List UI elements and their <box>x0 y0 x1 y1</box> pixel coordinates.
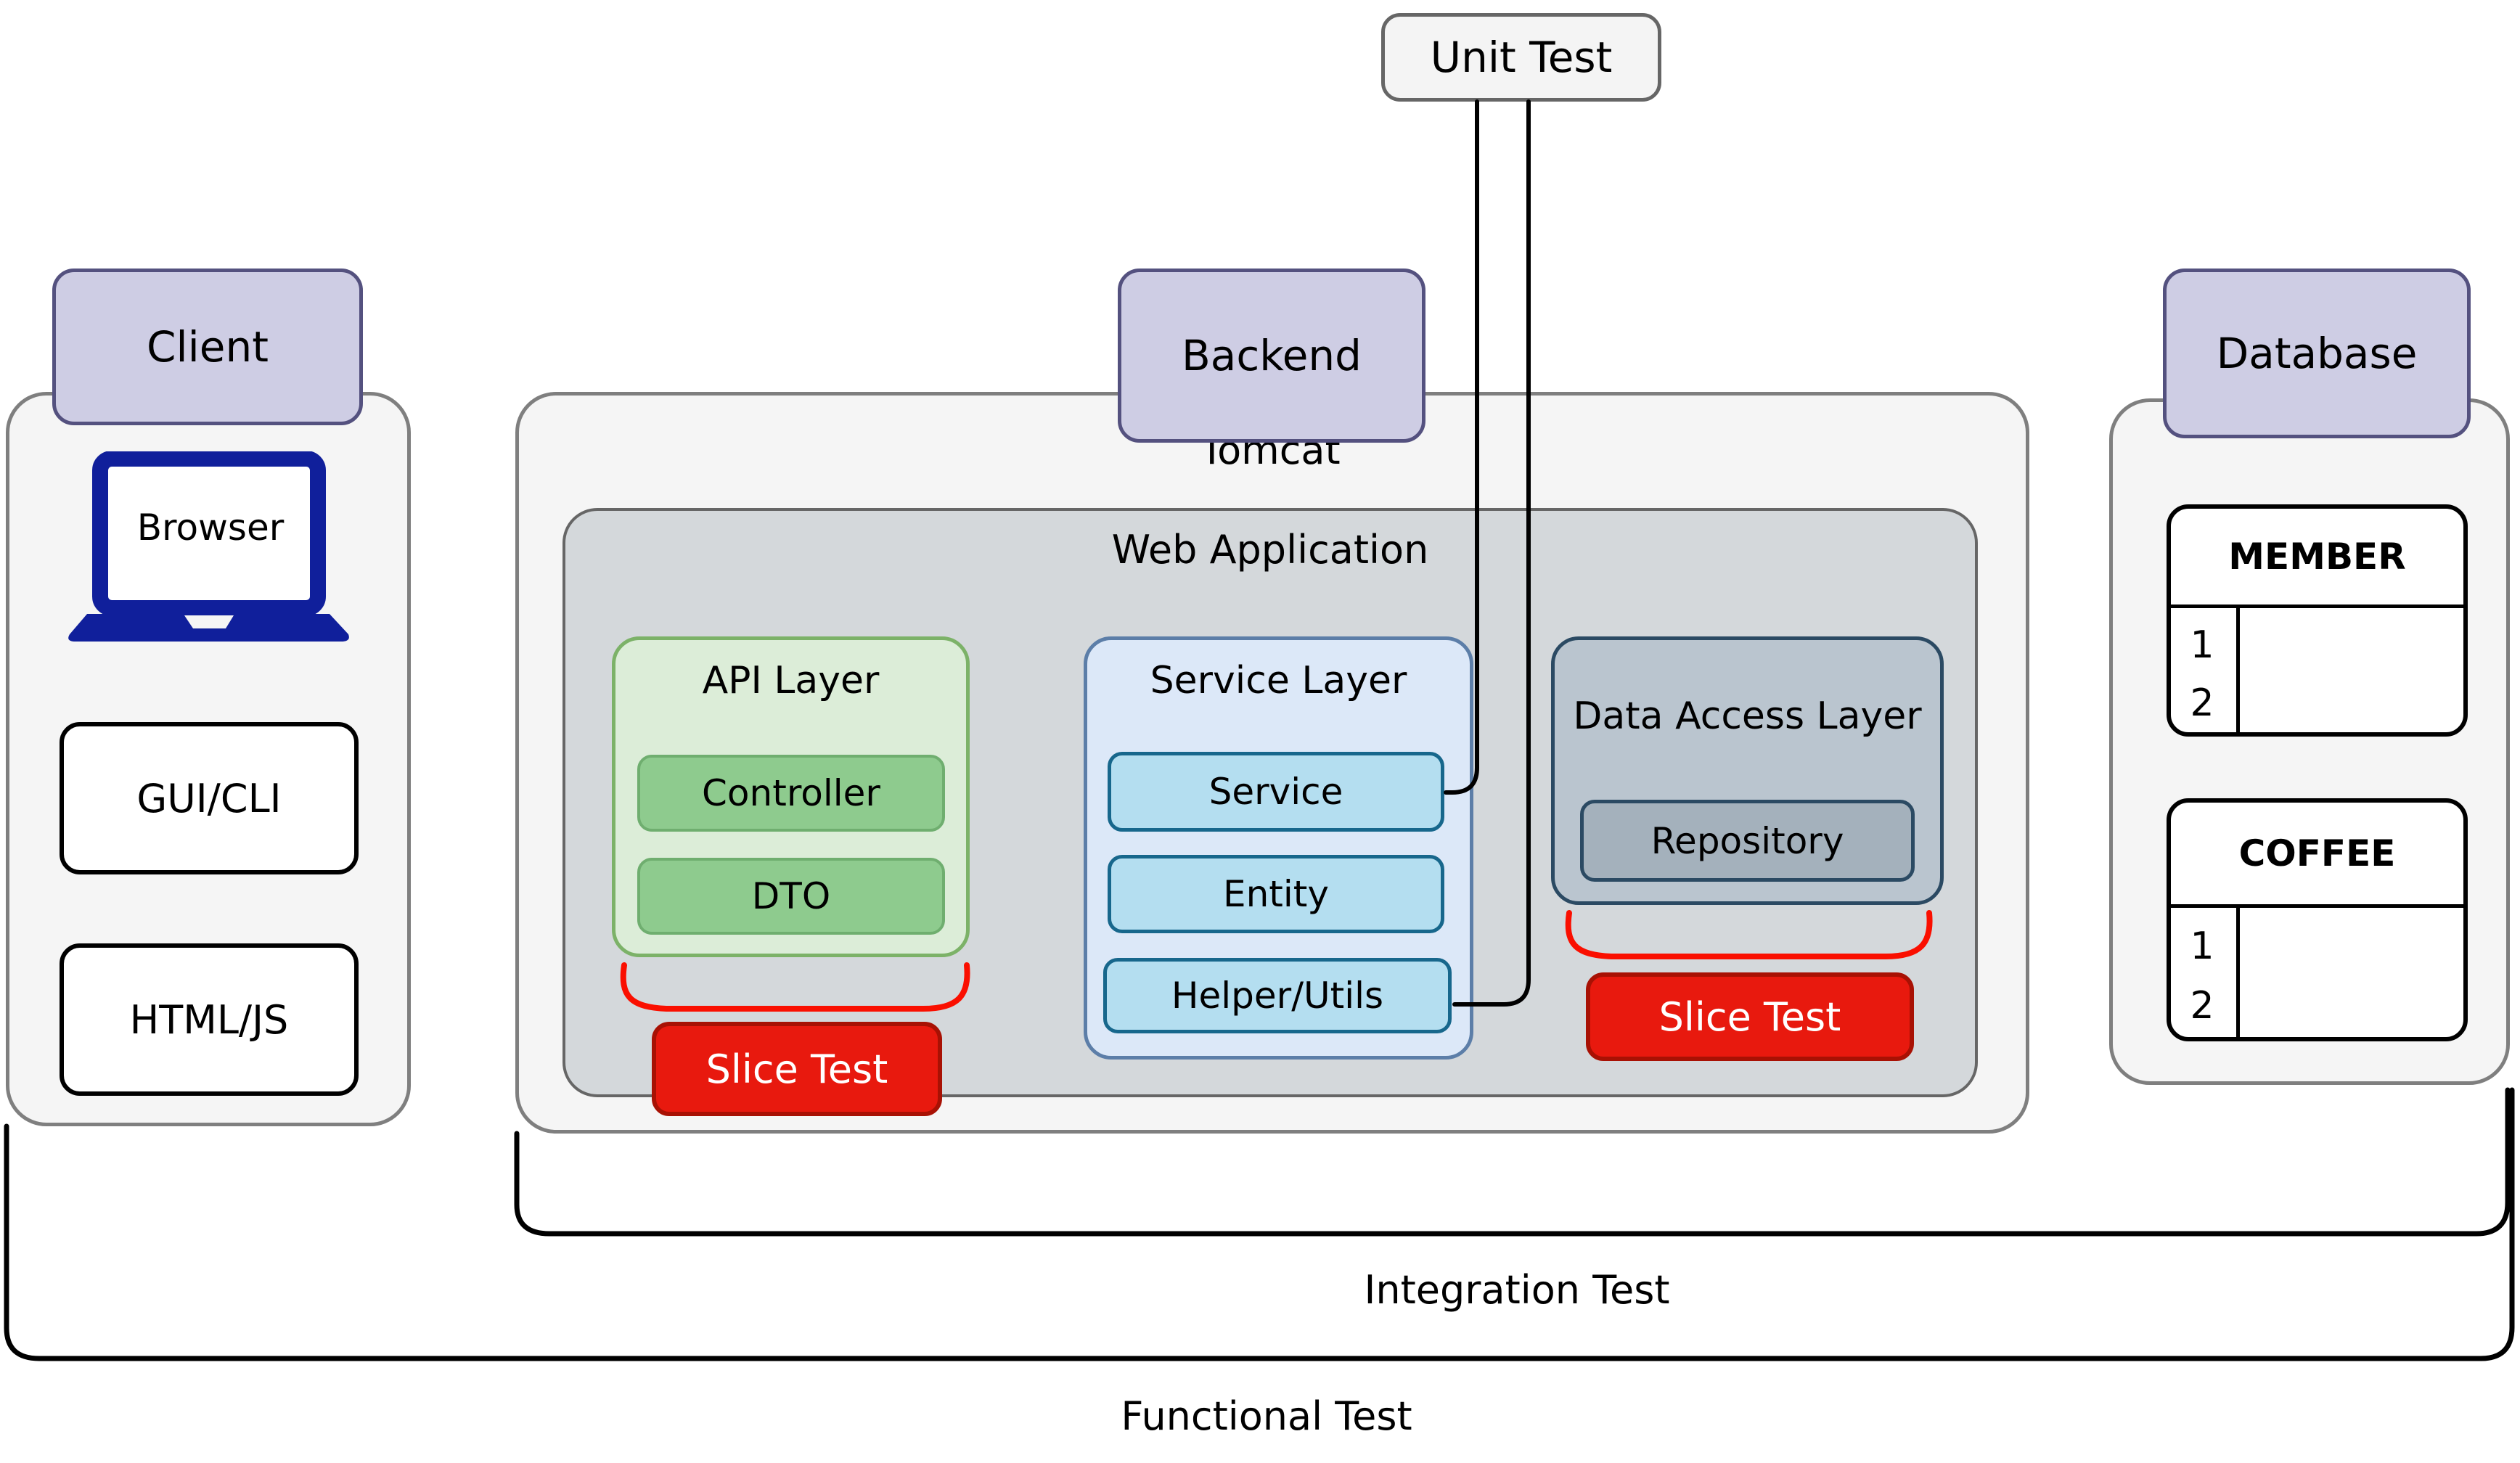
coffee-header-divider <box>2171 904 2463 908</box>
client-label-text: Client <box>147 322 269 372</box>
service-text: Service <box>1208 771 1343 813</box>
data-access-layer-title: Data Access Layer <box>1573 653 1922 780</box>
unit-test-text: Unit Test <box>1430 33 1613 82</box>
member-header-divider <box>2171 605 2463 608</box>
database-label-text: Database <box>2216 329 2418 378</box>
repository-box: Repository <box>1580 800 1915 882</box>
service-layer-title-text: Service Layer <box>1150 658 1407 702</box>
data-access-layer-title-text: Data Access Layer <box>1573 694 1922 738</box>
member-table: MEMBER 1 2 <box>2167 504 2468 737</box>
api-layer-title: API Layer <box>612 657 970 705</box>
controller-text: Controller <box>702 772 880 814</box>
client-label: Client <box>52 269 363 425</box>
gui-cli-box: GUI/CLI <box>60 722 359 874</box>
coffee-table-header: COFFEE <box>2171 803 2463 904</box>
web-application-title-text: Web Application <box>1111 526 1429 573</box>
coffee-table: COFFEE 1 2 <box>2167 798 2468 1041</box>
browser-label: Browser <box>116 488 305 567</box>
dal-slice-test-text: Slice Test <box>1658 993 1841 1040</box>
database-label: Database <box>2163 269 2471 438</box>
laptop-icon <box>68 451 349 642</box>
entity-box: Entity <box>1108 855 1444 933</box>
dto-text: DTO <box>751 875 831 917</box>
helper-utils-text: Helper/Utils <box>1171 975 1384 1017</box>
integration-test-label: Integration Test <box>1227 1264 1807 1315</box>
service-box: Service <box>1108 752 1444 832</box>
html-js-box: HTML/JS <box>60 943 359 1096</box>
entity-text: Entity <box>1223 873 1329 915</box>
api-slice-test-text: Slice Test <box>705 1046 888 1092</box>
member-row-1: 1 <box>2190 623 2214 667</box>
unit-test-node: Unit Test <box>1381 13 1661 102</box>
browser-label-text: Browser <box>136 507 285 549</box>
member-table-name: MEMBER <box>2228 536 2406 578</box>
helper-utils-box: Helper/Utils <box>1103 958 1452 1033</box>
gui-cli-text: GUI/CLI <box>136 775 282 821</box>
repository-text: Repository <box>1650 819 1844 862</box>
functional-test-label: Functional Test <box>976 1390 1557 1441</box>
api-layer-title-text: API Layer <box>702 658 880 702</box>
coffee-table-name: COFFEE <box>2238 832 2396 874</box>
api-slice-test-box: Slice Test <box>652 1022 942 1116</box>
backend-label-text: Backend <box>1181 331 1362 380</box>
coffee-row-2: 2 <box>2190 984 2214 1028</box>
coffee-row-1: 1 <box>2190 925 2214 968</box>
web-application-title: Web Application <box>980 524 1560 575</box>
member-row-2: 2 <box>2190 681 2214 725</box>
html-js-text: HTML/JS <box>129 996 289 1043</box>
member-column-divider <box>2236 608 2240 732</box>
integration-test-text: Integration Test <box>1364 1266 1670 1313</box>
backend-label: Backend <box>1118 269 1425 443</box>
member-table-header: MEMBER <box>2171 509 2463 605</box>
dto-box: DTO <box>637 858 945 935</box>
functional-test-text: Functional Test <box>1121 1393 1412 1439</box>
dal-slice-test-box: Slice Test <box>1586 972 1914 1061</box>
service-layer-title: Service Layer <box>1084 657 1473 705</box>
coffee-column-divider <box>2236 908 2240 1037</box>
controller-box: Controller <box>637 755 945 832</box>
